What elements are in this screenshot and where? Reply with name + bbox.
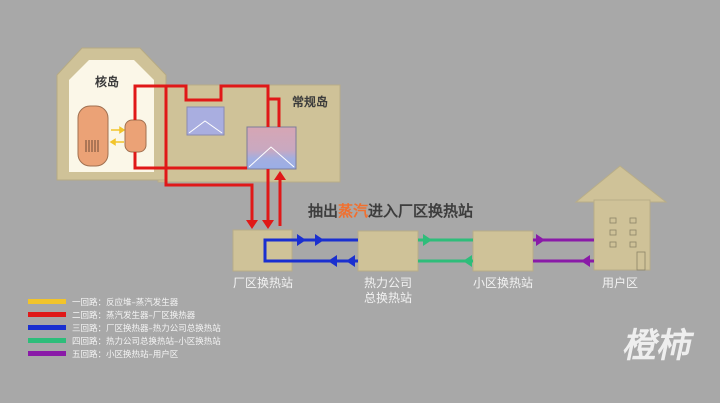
legend-label: 四回路：热力公司总换热站–小区换热站 (72, 336, 221, 347)
legend-swatch (28, 325, 66, 330)
user-area-label: 用户区 (601, 276, 638, 290)
user-house-roof (574, 165, 668, 203)
nuclear-island-label: 核岛 (95, 75, 120, 89)
legend-item: 三回路：厂区换热器–热力公司总换热站 (28, 321, 221, 334)
company-heat-station (357, 230, 419, 272)
legend: 一回路：反应堆–蒸汽发生器 二回路：蒸汽发生器–厂区换热器 三回路：厂区换热器–… (28, 295, 221, 360)
primary-loop-arrows (109, 126, 126, 146)
legend-item: 一回路：反应堆–蒸汽发生器 (28, 295, 221, 308)
plant-station-label: 厂区换热站 (232, 276, 293, 290)
company-station-label-line2: 总换热站 (363, 291, 412, 305)
company-station-label: 热力公司总换热站 (353, 276, 423, 306)
fifth-loop (533, 234, 594, 267)
legend-item: 五回路：小区换热站–用户区 (28, 347, 221, 360)
plant-heat-station (232, 229, 293, 272)
reactor-vessel (77, 105, 109, 167)
heat-exchanger-mark (248, 146, 295, 168)
tertiary-loop (263, 234, 358, 267)
legend-label: 一回路：反应堆–蒸汽发生器 (72, 297, 179, 308)
legend-swatch (28, 338, 66, 343)
legend-item: 二回路：蒸汽发生器–厂区换热器 (28, 308, 221, 321)
secondary-loop (133, 84, 282, 226)
house-windows (609, 217, 646, 271)
legend-swatch (28, 351, 66, 356)
legend-swatch (28, 299, 66, 304)
turbine-mark (188, 120, 223, 134)
legend-item: 四回路：热力公司总换热站–小区换热站 (28, 334, 221, 347)
conventional-island-label: 常规岛 (292, 95, 329, 109)
headline: 抽出蒸汽进入厂区换热站 (308, 200, 473, 221)
secondary-loop-arrowheads (246, 171, 286, 229)
steam-generator (124, 119, 147, 153)
headline-suffix: 进入厂区换热站 (368, 202, 474, 220)
legend-swatch (28, 312, 66, 317)
company-station-label-line1: 热力公司 (363, 276, 412, 290)
community-heat-station (472, 230, 534, 272)
legend-label: 二回路：蒸汽发生器–厂区换热器 (72, 310, 196, 321)
headline-highlight: 蒸汽 (338, 202, 369, 220)
headline-prefix: 抽出 (308, 202, 339, 220)
community-station-label: 小区换热站 (472, 276, 533, 290)
legend-label: 三回路：厂区换热器–热力公司总换热站 (72, 323, 221, 334)
fuel-rods-icon (85, 140, 99, 152)
quaternary-loop (418, 234, 473, 267)
watermark-logo: 橙柿 (620, 326, 697, 366)
user-house (593, 199, 651, 271)
legend-label: 五回路：小区换热站–用户区 (72, 349, 179, 360)
